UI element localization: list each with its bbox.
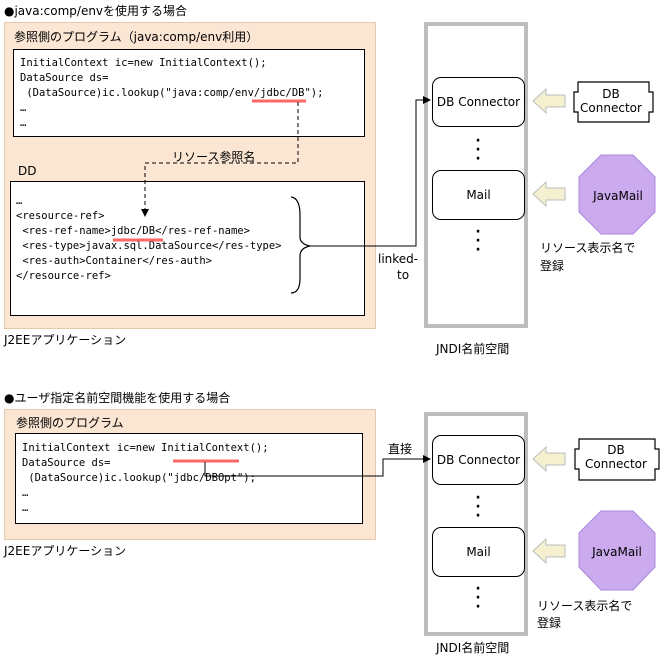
dd-line: … — [16, 195, 23, 207]
resource-ref-dashed-arrow — [141, 102, 299, 217]
linked-to-label-bg — [379, 250, 421, 282]
dd-ref-prefix: <res-ref-name> — [16, 225, 111, 237]
jndi-label-1: JNDI名前空間 — [436, 342, 510, 356]
lookup-prefix: (DataSource)ic.lookup("java:comp/env/ — [20, 87, 261, 99]
mail-node-2: Mail — [432, 527, 525, 577]
display-name-label-2a: リソース表示名で — [537, 599, 633, 613]
program-code-box-1: InitialContext ic=new InitialContext(); … — [13, 49, 365, 137]
code-line: … — [22, 487, 29, 499]
block-arrow-icon — [532, 180, 566, 208]
ext-db-line2: Connector — [580, 101, 642, 115]
db-connector-external-icon — [573, 81, 654, 123]
javamail-external-icon — [578, 510, 656, 591]
program-title-2: 参照側のプログラム — [16, 416, 124, 430]
display-name-label-1a: リソース表示名で — [540, 241, 636, 255]
dd-line-ref-name: <res-ref-name>jdbc/DB</res-ref-name> — [16, 224, 250, 239]
db-connector-node-1: DB Connector — [432, 77, 525, 127]
block-arrow-icon — [532, 537, 566, 565]
code-line: … — [20, 117, 27, 129]
mail-node-1: Mail — [432, 170, 525, 220]
javamail-external-icon — [578, 154, 656, 235]
code-line-lookup: (DataSource)ic.lookup("java:comp/env/jdb… — [20, 86, 323, 101]
ext-db-line1: DB — [602, 87, 620, 101]
dd-line: <res-type>javax.sql.DataSource</res-type… — [16, 240, 282, 252]
resource-ref-name-label: リソース参照名 — [172, 150, 256, 164]
direct-arrow — [204, 455, 431, 477]
ext-db-line2: Connector — [585, 457, 647, 471]
db-connector-node-2: DB Connector — [432, 435, 525, 485]
direct-label: 直接 — [388, 442, 413, 456]
dd-ref-suffix: </res-ref-name> — [155, 225, 250, 237]
section1-heading: ●java:comp/envを使用する場合 — [4, 4, 188, 18]
display-name-label-1b: 登録 — [540, 259, 565, 273]
dd-label: DD — [18, 164, 37, 178]
db-connector-external-icon — [574, 438, 660, 481]
program-title-1: 参照側のプログラム（java:comp/env利用） — [14, 30, 259, 44]
dd-line: <res-auth>Container</res-auth> — [16, 255, 212, 267]
ellipsis-dots: ··· — [475, 133, 481, 167]
program-code-box-2: InitialContext ic=new InitialContext(); … — [15, 433, 363, 524]
code-line: … — [22, 502, 29, 514]
block-arrow-icon — [532, 87, 566, 115]
ellipsis-dots: ··· — [475, 224, 481, 258]
lookup-name: jdbc/DB — [260, 87, 305, 99]
ext-javamail-label-2: JavaMail — [592, 545, 642, 559]
linked-to-text-1: linked- — [378, 252, 419, 266]
j2ee-app-label-1: J2EEアプリケーション — [4, 333, 127, 347]
j2ee-app-label-2: J2EEアプリケーション — [4, 544, 127, 558]
dd-line: </resource-ref> — [16, 270, 111, 282]
lookup-name: jdbc/DBOpt — [173, 472, 237, 484]
dd-line: <resource-ref> — [16, 210, 105, 222]
mail-node-label: Mail — [466, 188, 491, 202]
db-connector-node-label: DB Connector — [436, 95, 521, 109]
code-line: InitialContext ic=new InitialContext(); — [22, 442, 269, 454]
ext-javamail-label-1: JavaMail — [593, 189, 643, 203]
block-arrow-icon — [532, 445, 566, 473]
ellipsis-dots: ··· — [475, 490, 481, 524]
linked-to-arrow — [310, 96, 431, 247]
lookup-suffix: "); — [304, 87, 324, 99]
section2-heading: ●ユーザ指定名前空間機能を使用する場合 — [4, 391, 231, 405]
code-line: DataSource ds= — [20, 72, 109, 84]
code-line: DataSource ds= — [22, 457, 111, 469]
code-line-lookup: (DataSource)ic.lookup("jdbc/DBOpt"); — [22, 471, 256, 486]
mail-node-label: Mail — [466, 545, 491, 559]
db-connector-node-label: DB Connector — [436, 453, 521, 467]
lookup-suffix: "); — [236, 472, 256, 484]
jndi-label-2: JNDI名前空間 — [436, 641, 510, 655]
code-line: … — [20, 102, 27, 114]
display-name-label-2b: 登録 — [537, 616, 562, 630]
code-line: InitialContext ic=new InitialContext(); — [20, 57, 267, 69]
ext-db-line1: DB — [607, 443, 625, 457]
dd-brace — [290, 196, 311, 294]
lookup-prefix: (DataSource)ic.lookup(" — [22, 472, 174, 484]
linked-to-text-2: to — [397, 268, 410, 282]
dd-ref-name: jdbc/DB — [110, 225, 156, 237]
dd-code-box: … <resource-ref> <res-ref-name>jdbc/DB</… — [10, 181, 365, 316]
ellipsis-dots: ··· — [475, 581, 481, 615]
